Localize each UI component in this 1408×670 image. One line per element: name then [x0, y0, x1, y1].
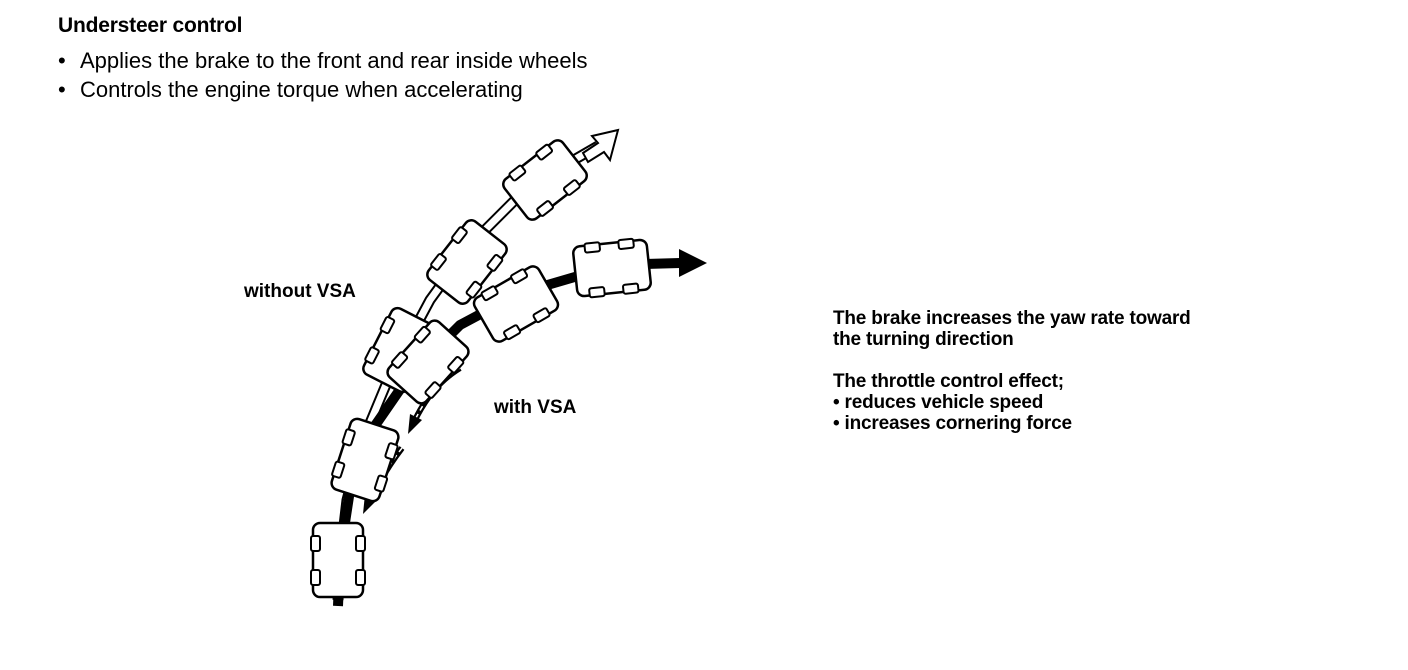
car-icon	[310, 521, 366, 599]
throttle-note-item: • increases cornering force	[833, 413, 1072, 434]
brake-note: The brake increases the yaw rate toward …	[833, 308, 1191, 350]
car-icon	[572, 237, 652, 299]
bullet-item: • Applies the brake to the front and rear…	[58, 46, 588, 75]
car-icon	[472, 265, 560, 343]
bullet-text: Applies the brake to the front and rear …	[80, 48, 588, 73]
bullet-icon: •	[58, 48, 66, 73]
brake-note-line: The brake increases the yaw rate toward	[833, 308, 1191, 329]
throttle-note-item: • reduces vehicle speed	[833, 392, 1044, 413]
throttle-note: The throttle control effect; • reduces v…	[833, 371, 1072, 434]
brake-note-line: the turning direction	[833, 329, 1014, 350]
with-vsa-label: with VSA	[494, 397, 577, 418]
without-vsa-arrowhead	[581, 128, 620, 164]
bullet-icon: •	[58, 77, 66, 102]
car-icon	[386, 319, 470, 405]
throttle-note-heading: The throttle control effect;	[833, 371, 1064, 392]
page-title: Understeer control	[58, 14, 243, 37]
bullet-list: • Applies the brake to the front and rear…	[58, 46, 588, 104]
car-icon	[330, 417, 400, 503]
bullet-text: Controls the engine torque when accelera…	[80, 77, 523, 102]
car-icon	[426, 219, 508, 305]
bullet-item: • Controls the engine torque when acceler…	[58, 75, 588, 104]
car-icon	[502, 139, 588, 221]
with-vsa-arrowhead	[679, 249, 707, 277]
without-vsa-label: without VSA	[244, 281, 356, 302]
